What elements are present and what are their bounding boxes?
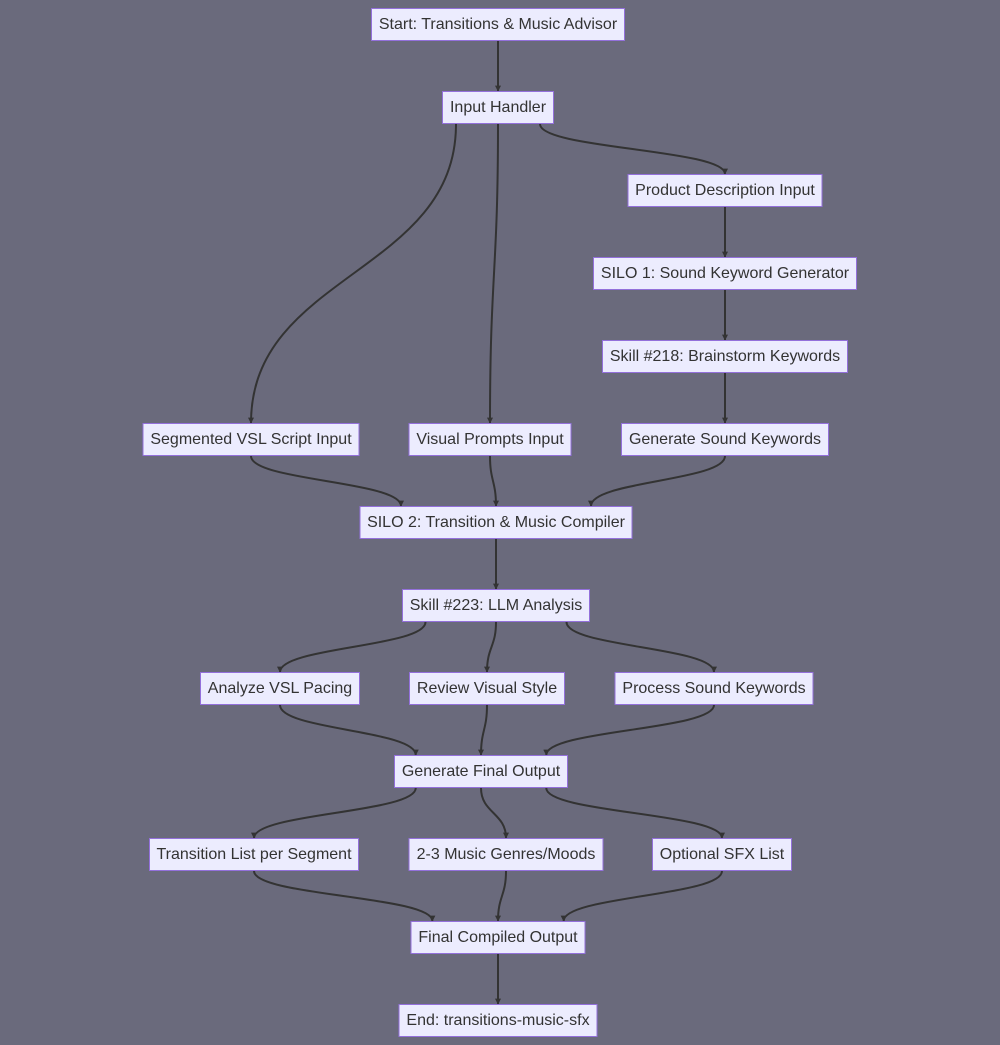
visual-prompts-input-node: Visual Prompts Input bbox=[408, 423, 572, 456]
generate-final-output-node: Generate Final Output bbox=[394, 755, 568, 788]
edge-analyze_vsl_pacing-to-generate_final_output bbox=[279, 704, 419, 756]
edge-generate_final_output-to-optional_sfx_list bbox=[545, 787, 725, 839]
skill218-brainstorm-keywords-node: Skill #218: Brainstorm Keywords bbox=[602, 340, 848, 373]
transition-list-per-segment-node: Transition List per Segment bbox=[149, 838, 359, 871]
edge-generate_final_output-to-music_genres_moods bbox=[480, 787, 509, 839]
skill223-llm-analysis-node: Skill #223: LLM Analysis bbox=[402, 589, 590, 622]
review-visual-style-node: Review Visual Style bbox=[409, 672, 565, 705]
music-genres-moods-node: 2-3 Music Genres/Moods bbox=[408, 838, 604, 871]
end-node: End: transitions-music-sfx bbox=[398, 1004, 598, 1037]
edge-optional_sfx_list-to-final_compiled_output bbox=[560, 870, 723, 922]
edge-input_handler-to-product_description_input bbox=[539, 123, 728, 175]
product-description-input-node: Product Description Input bbox=[627, 174, 823, 207]
edge-process_sound_keywords-to-generate_final_output bbox=[543, 704, 715, 756]
edge-skill223_llm_analysis-to-analyze_vsl_pacing bbox=[277, 621, 427, 673]
silo2-transition-music-compiler-node: SILO 2: Transition & Music Compiler bbox=[359, 506, 633, 539]
edge-input_handler-to-visual_prompts_input bbox=[487, 123, 499, 424]
edge-generate_sound_keywords-to-silo2_transition_music_compiler bbox=[588, 455, 726, 507]
analyze-vsl-pacing-node: Analyze VSL Pacing bbox=[200, 672, 360, 705]
start-node: Start: Transitions & Music Advisor bbox=[371, 8, 625, 41]
input-handler-node: Input Handler bbox=[442, 91, 554, 124]
generate-sound-keywords-node: Generate Sound Keywords bbox=[621, 423, 829, 456]
final-compiled-output-node: Final Compiled Output bbox=[410, 921, 586, 954]
edge-generate_final_output-to-transition_list_per_segment bbox=[251, 787, 417, 839]
segmented-vsl-script-input-node: Segmented VSL Script Input bbox=[142, 423, 360, 456]
edge-review_visual_style-to-generate_final_output bbox=[478, 704, 488, 756]
edge-skill223_llm_analysis-to-review_visual_style bbox=[484, 621, 497, 673]
edge-visual_prompts_input-to-silo2_transition_music_compiler bbox=[489, 455, 499, 507]
process-sound-keywords-node: Process Sound Keywords bbox=[614, 672, 814, 705]
edge-segmented_vsl_script_input-to-silo2_transition_music_compiler bbox=[250, 455, 404, 507]
silo1-sound-keyword-generator-node: SILO 1: Sound Keyword Generator bbox=[593, 257, 857, 290]
edge-transition_list_per_segment-to-final_compiled_output bbox=[253, 870, 436, 922]
optional-sfx-list-node: Optional SFX List bbox=[652, 838, 792, 871]
edge-skill223_llm_analysis-to-process_sound_keywords bbox=[565, 621, 717, 673]
edge-music_genres_moods-to-final_compiled_output bbox=[495, 870, 507, 922]
edge-input_handler-to-segmented_vsl_script_input bbox=[248, 123, 457, 424]
